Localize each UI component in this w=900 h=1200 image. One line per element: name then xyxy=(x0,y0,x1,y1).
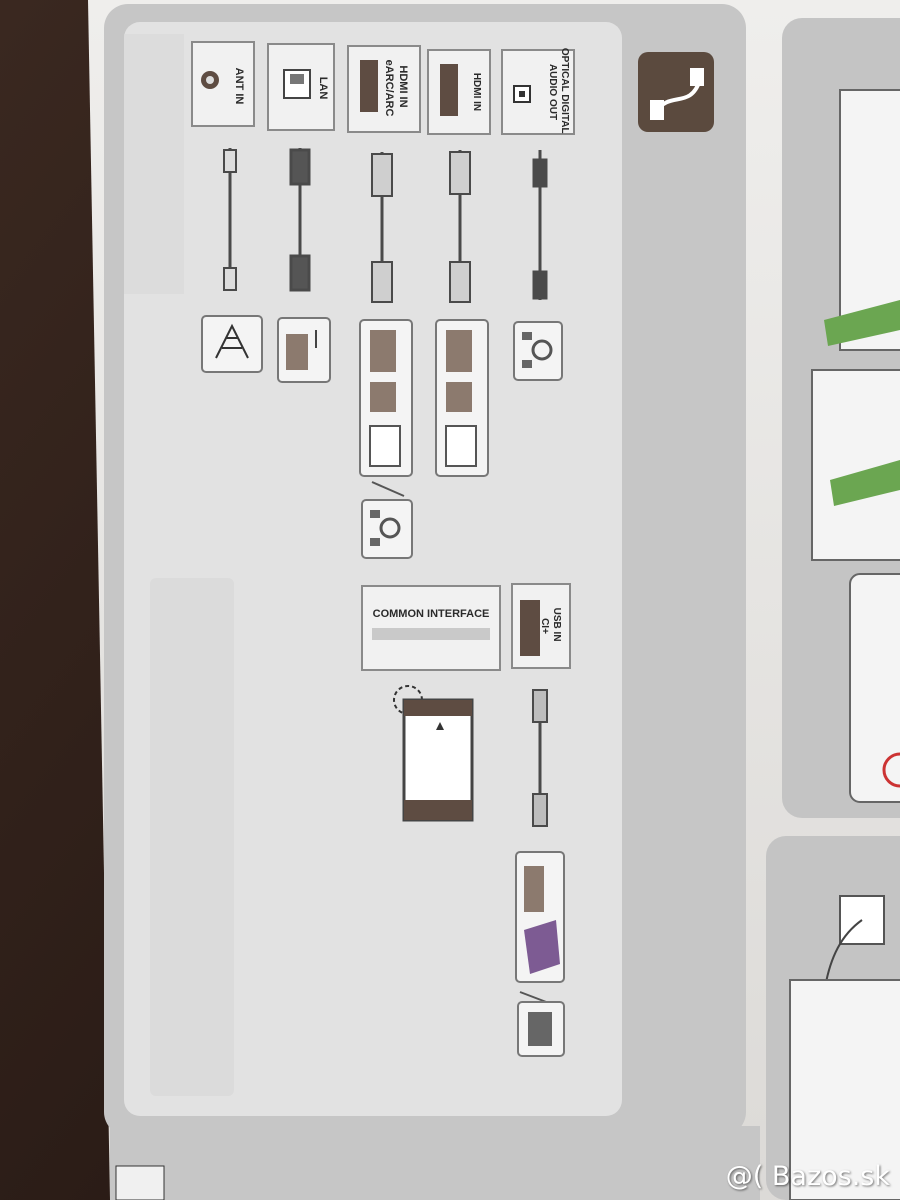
lan-label: LAN xyxy=(317,77,329,100)
faint-sub-panel-top xyxy=(124,34,184,294)
ant-in-label: ANT IN xyxy=(233,68,245,105)
hdmi-earc-label-line1: HDMI IN xyxy=(397,65,409,107)
hdmi-earc-devices-icon xyxy=(359,319,413,477)
usb-in-label-line2: CI+ xyxy=(539,618,550,634)
tv-stand-diagram-3 xyxy=(849,573,900,803)
usb-flash-icon xyxy=(517,1001,565,1057)
speaker-icon xyxy=(513,321,563,381)
svg-text:HDMI IN: HDMI IN xyxy=(471,73,482,111)
hdmi-in-label: HDMI IN xyxy=(471,73,482,111)
hdmi-devices-icon xyxy=(435,319,489,477)
tv-stand-diagram-1 xyxy=(824,89,900,351)
hdmi-cable-icon xyxy=(449,150,471,303)
bottom-panel-edge xyxy=(110,1126,760,1200)
svg-text:OPTICAL DIGITAL AUDIO OUT: OPTICAL DIGITAL AUDIO OUT xyxy=(547,48,570,136)
usb-stick-icon xyxy=(515,851,565,983)
speaker-icon-alt xyxy=(361,499,413,559)
optical-cable-icon xyxy=(532,150,548,300)
port-ant-box xyxy=(191,41,255,127)
ci-card-icon xyxy=(393,685,474,822)
port-hdmi-earc-box xyxy=(347,45,421,133)
usb-connector-icon xyxy=(532,689,548,827)
usb-port-box xyxy=(511,583,571,669)
antenna-cable-icon xyxy=(223,148,237,291)
port-optical-box xyxy=(501,49,575,135)
common-interface-label: COMMON INTERFACE xyxy=(373,608,490,620)
hdmi-earc-label-line2: eARC/ARC xyxy=(383,60,395,117)
usb-in-label-line1: USB IN xyxy=(551,608,562,642)
hdmi-earc-cable-icon xyxy=(371,152,393,303)
router-icon xyxy=(277,317,331,383)
power-plug-diagram xyxy=(789,895,900,1200)
svg-text:HDMI IN eARC/ARC: HDMI IN eARC/ARC xyxy=(383,60,409,117)
ethernet-cable-icon xyxy=(289,148,311,292)
svg-text:ANT IN: ANT IN xyxy=(233,68,245,105)
separator-slash xyxy=(371,481,405,497)
optical-label-line2: AUDIO OUT xyxy=(547,64,558,120)
antenna-icon xyxy=(201,315,263,373)
port-hdmi-box xyxy=(427,49,491,135)
port-lan-box xyxy=(267,43,335,131)
svg-text:LAN: LAN xyxy=(317,77,329,100)
optical-label-line1: OPTICAL DIGITAL xyxy=(559,48,570,134)
page-corner-box xyxy=(115,1165,165,1200)
tv-stand-diagram-2 xyxy=(811,369,900,561)
watermark: @( Bazos.sk xyxy=(725,1161,890,1192)
common-interface-box xyxy=(361,585,501,671)
cable-icon xyxy=(638,52,714,132)
svg-text:USB IN CI+: USB IN CI+ xyxy=(539,608,562,645)
connections-inner-panel xyxy=(124,22,622,1116)
faint-sub-panel-bottom xyxy=(150,578,234,1096)
